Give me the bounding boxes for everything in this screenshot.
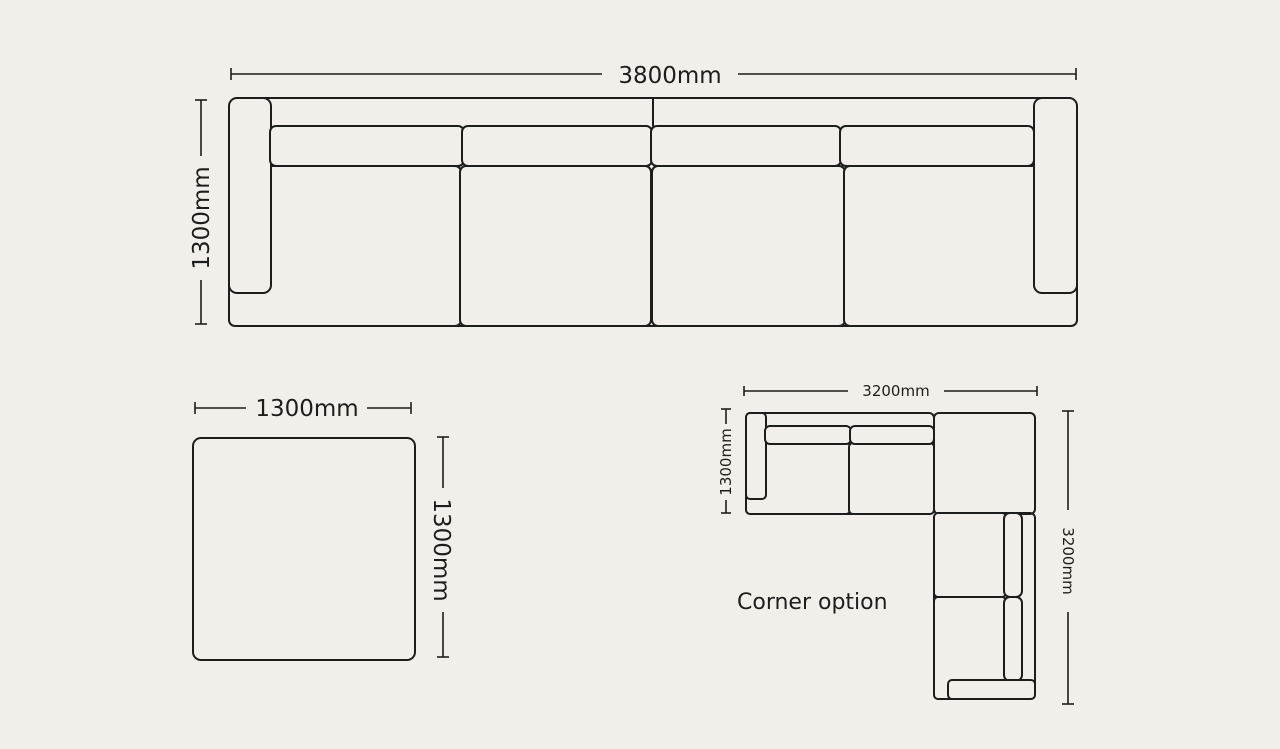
corner-seat-corner: [933, 412, 1036, 515]
corner-back-cushion-1: [764, 425, 852, 445]
module-depth-dimension: 1300mm: [428, 436, 454, 658]
module-width-label: 1300mm: [255, 396, 358, 422]
single-module: [192, 437, 416, 661]
module-width-dimension: 1300mm: [194, 396, 412, 422]
corner-length-label: 3200mm: [1059, 527, 1077, 594]
corner-armrest-left: [745, 412, 767, 500]
sofa-width-dimension: 3800mm: [230, 63, 1077, 89]
corner-width-label: 3200mm: [862, 382, 929, 400]
module-depth-label: 1300mm: [428, 498, 454, 601]
corner-depth-label: 1300mm: [717, 428, 735, 495]
sofa-back-cushion-1: [269, 125, 465, 167]
corner-length-dimension: 3200mm: [1059, 410, 1077, 705]
corner-seat-2: [848, 442, 935, 515]
corner-caption: Corner option: [737, 590, 888, 615]
sofa-seat-cushion-3: [651, 165, 846, 327]
four-seat-sofa: [228, 97, 1078, 327]
corner-back-cushion-2: [849, 425, 935, 445]
sofa-armrest-left: [228, 97, 272, 294]
corner-sofa: [745, 412, 1036, 700]
corner-armrest-bottom: [947, 679, 1036, 700]
module-square: [192, 437, 416, 661]
corner-depth-dimension: 1300mm: [717, 408, 735, 514]
sofa-back-cushion-4: [839, 125, 1035, 167]
corner-width-dimension: 3200mm: [743, 382, 1038, 400]
sofa-armrest-right: [1033, 97, 1078, 294]
sofa-depth-label: 1300mm: [189, 166, 215, 269]
corner-seat-3: [933, 512, 1007, 598]
sofa-depth-dimension: 1300mm: [189, 99, 215, 325]
sofa-back-cushion-3: [650, 125, 842, 167]
corner-back-cushion-4: [1003, 596, 1023, 682]
sofa-back-cushion-2: [461, 125, 653, 167]
sofa-width-label: 3800mm: [618, 63, 721, 89]
sofa-seat-cushion-2: [459, 165, 652, 327]
corner-back-cushion-3: [1003, 512, 1023, 598]
